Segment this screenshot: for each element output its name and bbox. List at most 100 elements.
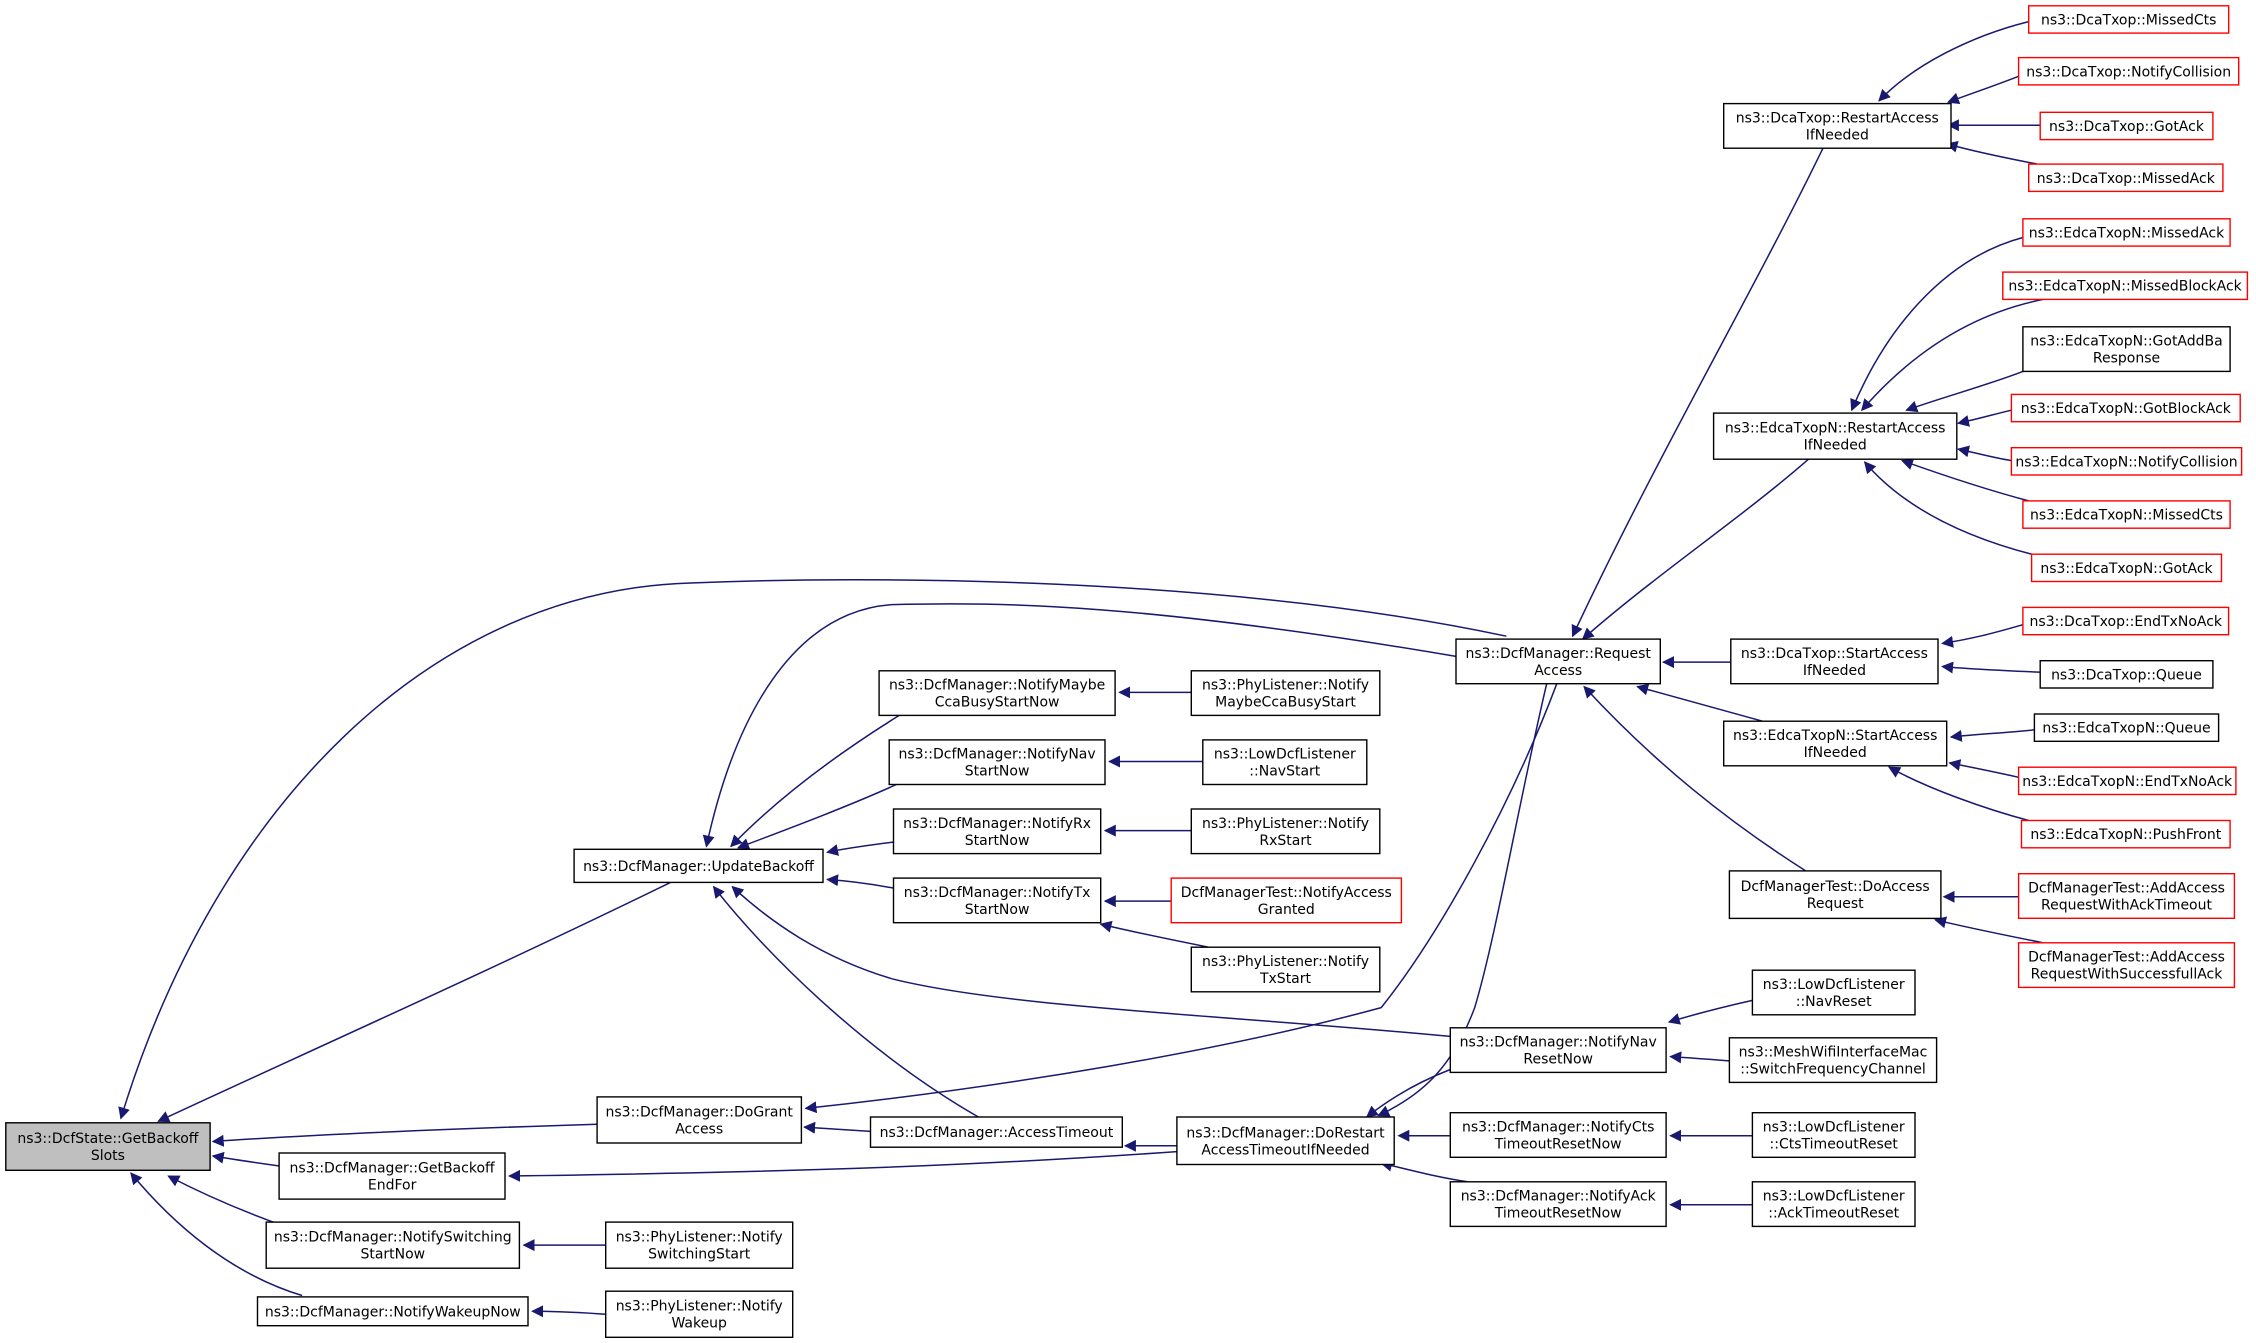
node-meshSwitch[interactable]: ns3::MeshWifiInterfaceMac::SwitchFrequen… — [1728, 1037, 1938, 1084]
edge-requestAccess-to-root — [118, 579, 1507, 1120]
node-notifyWakeup[interactable]: ns3::DcfManager::NotifyWakeupNow — [256, 1296, 529, 1327]
node-label-line: ::NavReset — [1796, 994, 1872, 1010]
node-label-line: StartNow — [965, 902, 1030, 918]
node-box — [1722, 102, 1952, 149]
node-dcaNotifyCollision[interactable]: ns3::DcaTxop::NotifyCollision — [2017, 56, 2240, 86]
node-box — [878, 670, 1116, 717]
node-plWakeup[interactable]: ns3::PhyListener::NotifyWakeup — [605, 1290, 794, 1338]
node-edcaMissedAck[interactable]: ns3::EdcaTxopN::MissedAck — [2022, 218, 2231, 247]
node-label-line: TxStart — [1259, 971, 1312, 987]
node-edcaMissedCts[interactable]: ns3::EdcaTxopN::MissedCts — [2022, 500, 2231, 529]
edge-plTxStart-to-notifyTxStart — [1099, 920, 1209, 948]
node-label-line: EndFor — [368, 1178, 417, 1194]
node-edcaGotBlockAck[interactable]: ns3::EdcaTxopN::GotBlockAck — [2010, 393, 2241, 423]
node-dcaGotAck[interactable]: ns3::DcaTxop::GotAck — [2039, 111, 2214, 141]
node-lowNavStart[interactable]: ns3::LowDcfListener::NavStart — [1202, 739, 1368, 786]
edge-requestAccess-to-doRestart — [1377, 683, 1548, 1117]
node-label-line: IfNeeded — [1806, 128, 1869, 144]
edge-dcaMissedCts-to-dcaRestart — [1878, 20, 2029, 102]
node-box — [2027, 163, 2224, 193]
node-label-line: ns3::PhyListener::Notify — [616, 1299, 783, 1315]
node-dmtAddSuccessfullAck[interactable]: DcfManagerTest::AddAccessRequestWithSucc… — [2017, 942, 2236, 989]
node-accessTimeout[interactable]: ns3::DcfManager::AccessTimeout — [869, 1116, 1124, 1148]
node-label-line: StartNow — [965, 833, 1030, 849]
node-label-line: Access — [675, 1121, 723, 1137]
node-edcaNotifyCollision[interactable]: ns3::EdcaTxopN::NotifyCollision — [2010, 447, 2243, 476]
node-dcaMissedCts[interactable]: ns3::DcaTxop::MissedCts — [2027, 5, 2230, 34]
node-edcaQueue[interactable]: ns3::EdcaTxopN::Queue — [2033, 713, 2220, 742]
node-dcaQueue[interactable]: ns3::DcaTxop::Queue — [2039, 660, 2214, 689]
edge-notifyMaybeCca-to-updateBackoff — [730, 714, 900, 848]
node-label-line: ns3::DcfManager::DoGrant — [606, 1104, 794, 1120]
node-label-line: ns3::DcfManager::NotifyCts — [1462, 1120, 1654, 1136]
node-label-line: Wakeup — [671, 1316, 727, 1332]
node-doRestart[interactable]: ns3::DcfManager::DoRestartAccessTimeoutI… — [1176, 1116, 1395, 1166]
edge-notifyRxStart-to-updateBackoff — [826, 841, 894, 856]
node-label-line: ns3::DcaTxop::MissedAck — [2037, 171, 2216, 187]
node-box — [1170, 877, 1403, 924]
node-label-line: ResetNow — [1523, 1052, 1593, 1068]
node-lowAckReset[interactable]: ns3::LowDcfListener::AckTimeoutReset — [1751, 1181, 1916, 1228]
node-box — [2039, 111, 2214, 141]
node-box — [2022, 500, 2231, 529]
node-notifyAckReset[interactable]: ns3::DcfManager::NotifyAckTimeoutResetNo… — [1449, 1181, 1667, 1228]
edge-edcaQueue-to-edcaStart — [1949, 729, 2035, 742]
node-label-line: RequestWithSuccessfullAck — [2031, 967, 2224, 983]
node-edcaGotAck[interactable]: ns3::EdcaTxopN::GotAck — [2030, 553, 2223, 583]
node-label-line: ns3::EdcaTxopN::Queue — [2042, 721, 2210, 737]
node-edcaPushFront[interactable]: ns3::EdcaTxopN::PushFront — [2020, 819, 2231, 849]
node-box — [2017, 766, 2237, 796]
node-dmtAddAckTimeout[interactable]: DcfManagerTest::AddAccessRequestWithAckT… — [2017, 873, 2236, 920]
node-label-line: ns3::DcfManager::NotifyNav — [898, 747, 1095, 763]
node-box — [256, 1296, 529, 1327]
node-label-line: IfNeeded — [1804, 745, 1867, 761]
node-label-line: ns3::EdcaTxopN::RestartAccess — [1725, 421, 1946, 437]
node-box — [573, 848, 824, 884]
node-label-line: ns3::DcaTxop::RestartAccess — [1736, 111, 1939, 127]
node-lowCtsReset[interactable]: ns3::LowDcfListener::CtsTimeoutReset — [1751, 1111, 1916, 1158]
node-edcaEndTxNoAck[interactable]: ns3::EdcaTxopN::EndTxNoAck — [2017, 766, 2237, 796]
node-lowNavReset[interactable]: ns3::LowDcfListener::NavReset — [1751, 969, 1916, 1016]
node-edcaMissedBlockAck[interactable]: ns3::EdcaTxopN::MissedBlockAck — [2002, 271, 2249, 301]
node-label-line: ns3::MeshWifiInterfaceMac — [1739, 1045, 1928, 1061]
node-notifyCtsReset[interactable]: ns3::DcfManager::NotifyCtsTimeoutResetNo… — [1449, 1111, 1667, 1158]
node-box — [1712, 412, 1958, 460]
node-label-line: ns3::DcaTxop::StartAccess — [1741, 646, 1928, 662]
node-box — [2022, 326, 2231, 373]
node-box — [2017, 873, 2236, 920]
node-label-line: DcfManagerTest::AddAccess — [2028, 950, 2225, 966]
node-updateBackoff[interactable]: ns3::DcfManager::UpdateBackoff — [573, 848, 824, 884]
node-dcaMissedAck[interactable]: ns3::DcaTxop::MissedAck — [2027, 163, 2224, 193]
node-label-line: ::CtsTimeoutReset — [1770, 1137, 1899, 1153]
edge-notifyNavStart-to-updateBackoff — [736, 783, 897, 850]
node-label-line: ns3::DcfManager::NotifyNav — [1460, 1035, 1657, 1051]
node-box — [1722, 720, 1948, 767]
node-plMaybeCca[interactable]: ns3::PhyListener::NotifyMaybeCcaBusyStar… — [1190, 670, 1381, 717]
node-notifyMaybeCca[interactable]: ns3::DcfManager::NotifyMaybeCcaBusyStart… — [878, 670, 1116, 717]
node-box — [2039, 660, 2214, 689]
node-box — [2022, 606, 2230, 636]
edge-lowNavReset-to-notifyNavReset — [1667, 999, 1753, 1025]
edge-dmtDoAccess-to-requestAccess — [1583, 685, 1807, 872]
node-dcaEndTxNoAck[interactable]: ns3::DcaTxop::EndTxNoAck — [2022, 606, 2230, 636]
node-label-line: TimeoutResetNow — [1494, 1206, 1622, 1222]
